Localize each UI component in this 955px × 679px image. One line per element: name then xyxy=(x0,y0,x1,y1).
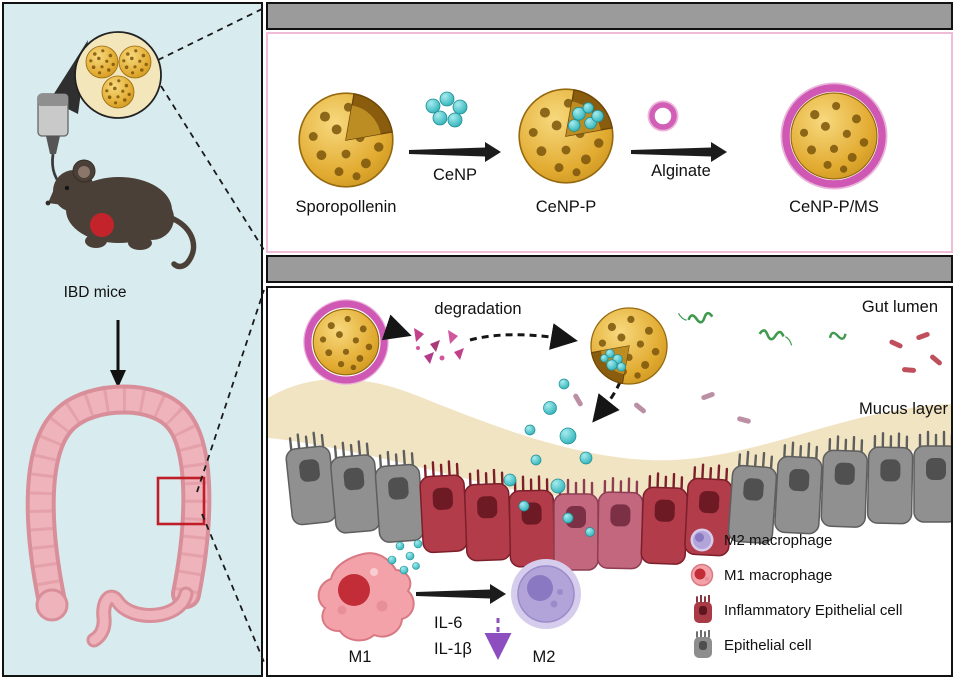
mucus-layer-label: Mucus layer xyxy=(859,400,948,418)
inflammatory-epithelial-legend-icon xyxy=(694,595,712,623)
cenp-p-ms-label: CeNP-P/MS xyxy=(789,198,879,216)
colon-zoom-box xyxy=(156,476,206,526)
cenp-p-label: CeNP-P xyxy=(535,198,597,216)
gut-lumen-panel: Gut lumen degradation Mucus layer M1 M2 … xyxy=(266,286,953,677)
arrow-cenp-loading xyxy=(409,142,501,162)
gavage-syringe-icon xyxy=(37,93,69,192)
released-cenp-dots xyxy=(503,378,595,537)
degradation-arrows xyxy=(381,314,622,423)
sporopollenin-label: Sporopollenin xyxy=(295,198,397,216)
m1-macrophage-legend-icon xyxy=(690,563,714,587)
legend-label: Inflammatory Epithelial cell xyxy=(724,601,903,619)
il6-label: IL-6 xyxy=(434,614,463,632)
polarization-arrow xyxy=(416,584,506,604)
ibd-mice-art xyxy=(25,31,212,648)
m1-label: M1 xyxy=(348,648,372,666)
gut-scene-art xyxy=(268,299,951,660)
m2-macrophage-icon xyxy=(511,559,581,629)
epithelial-legend-icon xyxy=(694,630,712,658)
cenp-p-ms-icon xyxy=(780,82,888,190)
legend-label: Epithelial cell xyxy=(724,636,812,654)
alginate-ring-icon xyxy=(647,100,679,132)
inflammation-spot-icon xyxy=(90,213,114,237)
legend-label: M2 macrophage xyxy=(724,531,833,549)
alginate-label: Alginate xyxy=(651,162,711,180)
arrow-alginate-coating xyxy=(631,142,727,162)
legend-item-m2-macrophage: M2 macrophage xyxy=(688,526,902,554)
legend: M2 macrophage M1 macrophage xyxy=(688,526,902,659)
ibd-mice-label: IBD mice xyxy=(63,284,127,301)
degradation-fragments-icon xyxy=(414,328,464,364)
opened-capsule-icon xyxy=(590,307,668,385)
gut-lumen-label: Gut lumen xyxy=(861,298,938,316)
legend-item-inflammatory-epithelial-cell: Inflammatory Epithelial cell xyxy=(688,595,903,624)
section-divider-bar xyxy=(266,255,953,283)
cenp-p-ms-lumen-icon xyxy=(303,299,389,385)
bacteria-icons xyxy=(573,311,942,424)
top-header-bar xyxy=(266,2,953,30)
il1b-label: IL-1β xyxy=(434,640,472,658)
cenp-cluster-icon xyxy=(425,91,468,128)
legend-item-epithelial-cell: Epithelial cell xyxy=(688,630,902,659)
mouse-icon xyxy=(45,159,197,270)
m1-macrophage-icon xyxy=(317,552,415,642)
m2-label: M2 xyxy=(532,648,556,666)
synthesis-scheme-art xyxy=(298,82,888,190)
colon-icon xyxy=(25,384,212,648)
cenp-near-m1-dots xyxy=(387,539,423,575)
ibd-mice-panel: IBD mice xyxy=(2,2,263,677)
cenp-p-icon xyxy=(518,88,614,184)
spore-magnifier-icon xyxy=(74,31,162,119)
m2-macrophage-legend-icon xyxy=(690,528,714,552)
legend-label: M1 macrophage xyxy=(724,566,833,584)
legend-item-m1-macrophage: M1 macrophage xyxy=(688,561,902,589)
degradation-label: degradation xyxy=(434,300,522,318)
synthesis-panel: Sporopollenin CeNP CeNP-P Alginate CeNP-… xyxy=(266,32,953,253)
sporopollenin-icon xyxy=(298,92,394,188)
cenp-label: CeNP xyxy=(432,166,477,184)
down-arrow-icon xyxy=(110,320,126,388)
